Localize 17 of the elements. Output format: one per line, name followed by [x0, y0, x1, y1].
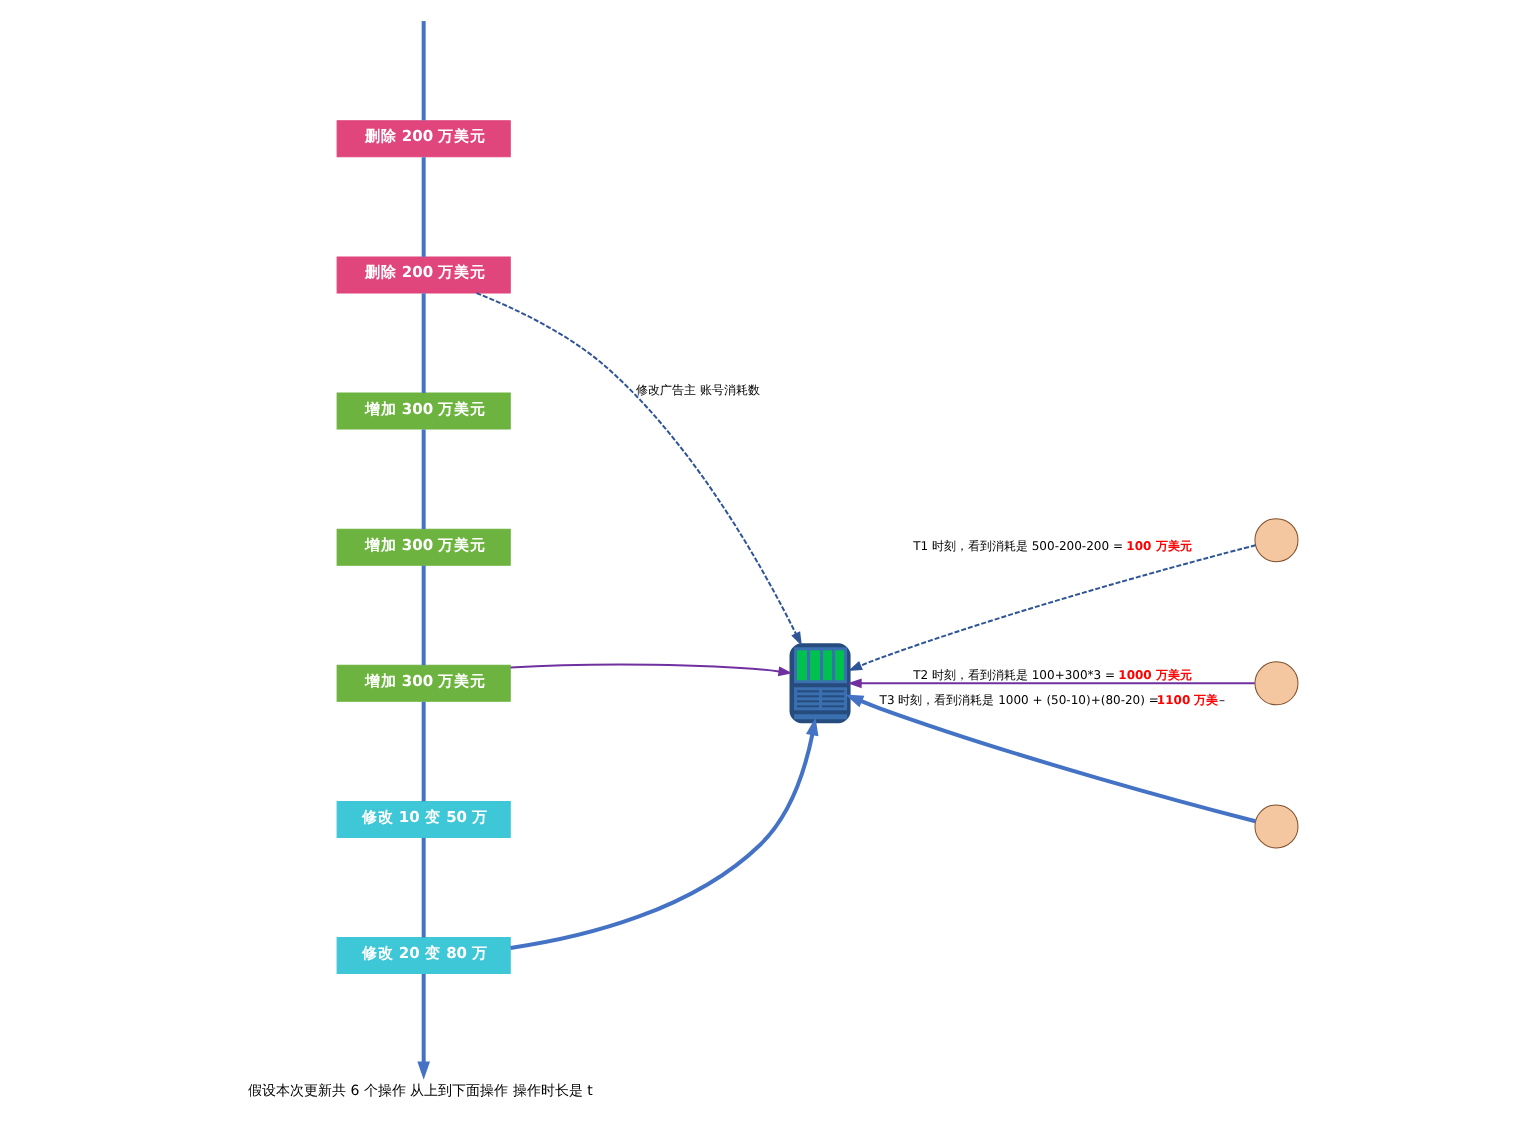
arrow — [509, 717, 818, 950]
node-person — [1253, 518, 1298, 563]
arrow — [474, 292, 801, 646]
arrow — [846, 678, 1255, 689]
connector — [420, 701, 425, 802]
connector — [420, 837, 425, 938]
node-person — [1253, 661, 1298, 706]
connector — [420, 157, 425, 257]
connector — [420, 565, 425, 666]
arrow — [844, 694, 1255, 824]
arrow — [847, 544, 1256, 671]
connector — [420, 21, 425, 121]
connector — [420, 429, 425, 530]
arrow — [508, 663, 792, 677]
connector — [420, 293, 425, 393]
arrow — [416, 974, 429, 1080]
node-person — [1253, 804, 1298, 849]
